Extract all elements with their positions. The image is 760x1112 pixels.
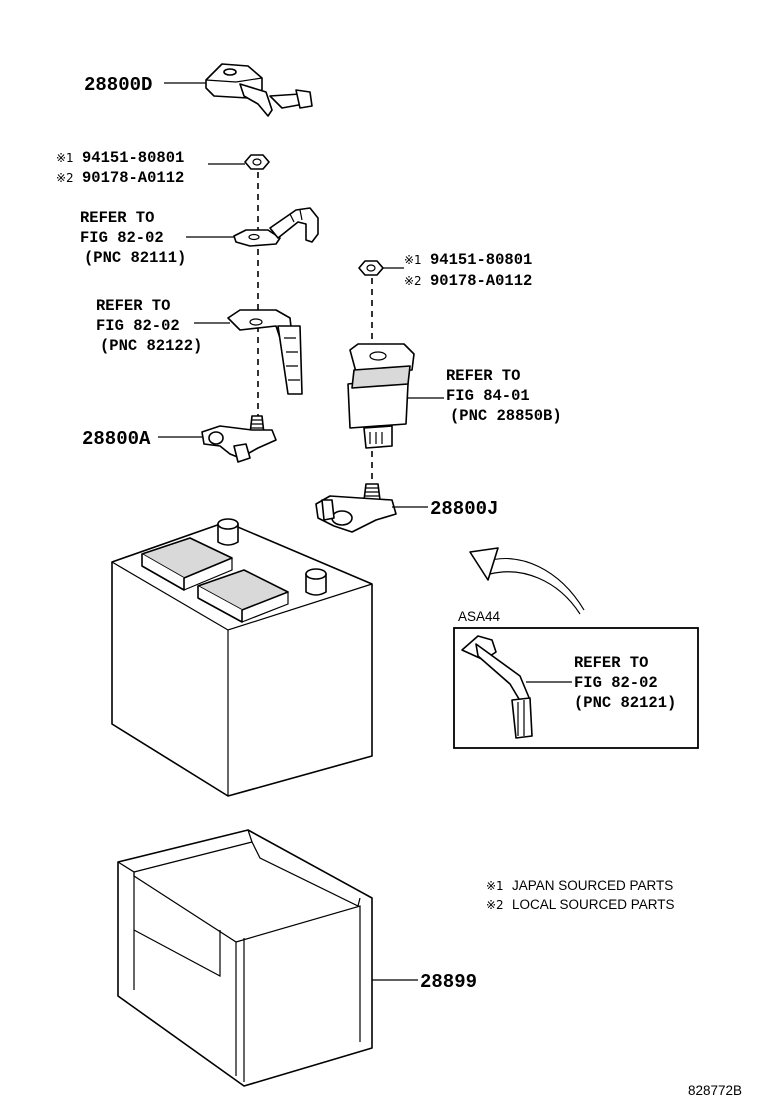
ref2-line2: FIG 82-02 bbox=[96, 317, 180, 335]
ref4-line1: REFER TO bbox=[574, 654, 648, 672]
battery-terminal-28800j bbox=[315, 483, 397, 533]
nut2-code-japan: 94151-80801 bbox=[430, 251, 532, 269]
mark-japan-2: ※1 bbox=[404, 253, 422, 267]
ref3-line2: FIG 84-01 bbox=[446, 387, 530, 405]
label-28899: 28899 bbox=[420, 971, 477, 993]
note-local: LOCAL SOURCED PARTS bbox=[512, 897, 675, 912]
note-mark-1: ※1 bbox=[486, 879, 504, 893]
ref1-line1: REFER TO bbox=[80, 209, 154, 227]
nut1-code-local: 90178-A0112 bbox=[82, 169, 184, 187]
ref1-line2: FIG 82-02 bbox=[80, 229, 164, 247]
cable-terminal-82122 bbox=[227, 309, 303, 395]
ref4-line3: (PNC 82121) bbox=[574, 694, 676, 712]
label-28800a: 28800A bbox=[82, 428, 151, 450]
nut2-code-local: 90178-A0112 bbox=[430, 272, 532, 290]
label-28800j: 28800J bbox=[430, 498, 498, 520]
nut1-code-japan: 94151-80801 bbox=[82, 149, 184, 167]
battery-tray-28899 bbox=[117, 829, 373, 1087]
inset-cable-terminal-82121 bbox=[461, 635, 533, 739]
note-japan: JAPAN SOURCED PARTS bbox=[512, 878, 673, 893]
ref3-line1: REFER TO bbox=[446, 367, 520, 385]
label-28800d: 28800D bbox=[84, 74, 152, 96]
ref1-line3: (PNC 82111) bbox=[84, 249, 186, 267]
illustration-id: 828772B bbox=[688, 1083, 742, 1098]
terminal-cover-28800d bbox=[205, 63, 313, 117]
inset-box bbox=[453, 627, 699, 749]
inset-title: ASA44 bbox=[458, 609, 501, 624]
mark-local-2: ※2 bbox=[404, 274, 422, 288]
ref3-line3: (PNC 28850B) bbox=[450, 407, 562, 425]
mark-local-1: ※2 bbox=[56, 171, 74, 185]
battery bbox=[111, 518, 373, 797]
cable-terminal-82111 bbox=[233, 207, 319, 247]
nut-right bbox=[358, 260, 384, 276]
ref2-line1: REFER TO bbox=[96, 297, 170, 315]
battery-terminal-28800a bbox=[201, 415, 277, 463]
mark-japan-1: ※1 bbox=[56, 151, 74, 165]
ref2-line3: (PNC 82122) bbox=[100, 337, 202, 355]
fusible-link-block bbox=[347, 343, 415, 449]
ref4-line2: FIG 82-02 bbox=[574, 674, 658, 692]
note-mark-2: ※2 bbox=[486, 898, 504, 912]
nut-left bbox=[244, 154, 270, 170]
